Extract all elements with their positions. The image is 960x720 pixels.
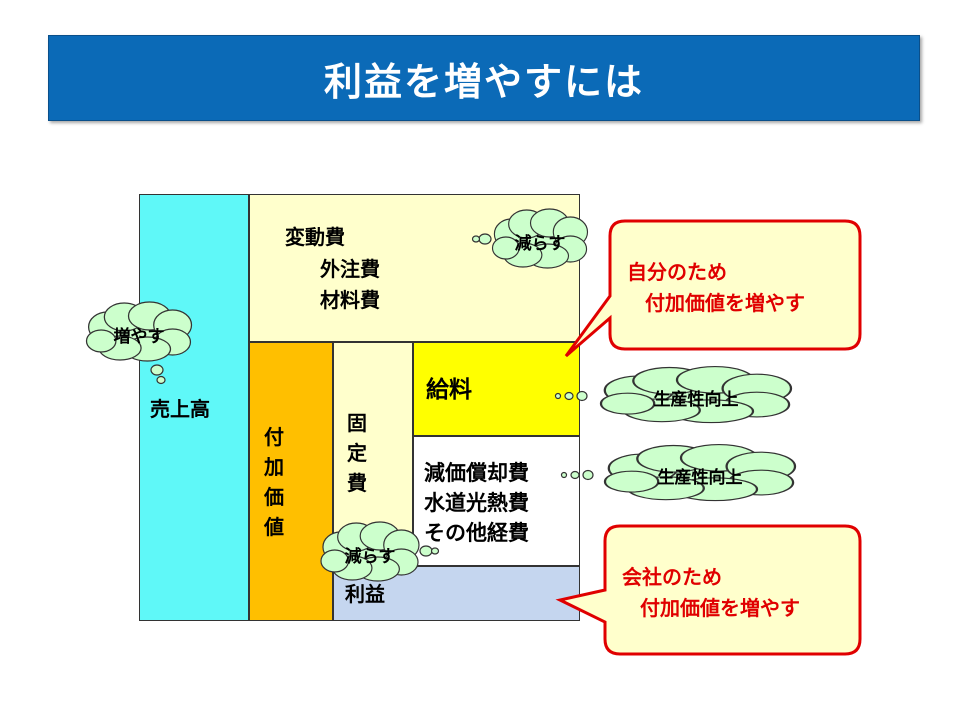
cloud-productivity-1-shape	[554, 365, 793, 424]
callout-self-line1: 自分のため	[627, 260, 727, 284]
variable-item-materials: 材料費	[320, 288, 380, 312]
cloud-productivity-1-text: 生産性向上	[653, 390, 739, 410]
other-cost-misc: その他経費	[424, 521, 529, 545]
other-cost-depreciation: 減価償却費	[424, 461, 529, 485]
value-added-label: 付加価値	[264, 425, 284, 539]
cloud-reduce-variable-shape	[471, 208, 589, 269]
title-bar: 利益を増やすには	[48, 35, 920, 121]
cloud-increase-shape	[85, 301, 193, 385]
callout-company-shape	[555, 524, 862, 656]
profit-label: 利益	[345, 582, 385, 606]
cloud-reduce-variable-text: 減らす	[514, 234, 566, 254]
sales-block	[139, 194, 249, 621]
callout-company-line2: 付加価値を増やす	[640, 596, 800, 620]
salary-label: 給料	[426, 377, 472, 403]
other-cost-utilities: 水道光熱費	[424, 491, 529, 515]
other-costs-block	[413, 436, 580, 566]
page-title: 利益を増やすには	[323, 59, 644, 104]
variable-cost-label: 変動費	[285, 225, 345, 249]
salary-block	[413, 342, 580, 436]
variable-item-outsourcing: 外注費	[320, 257, 380, 281]
callout-self-line2: 付加価値を増やす	[645, 291, 805, 315]
callout-company-line1: 会社のため	[622, 565, 722, 589]
cloud-productivity-2-shape	[560, 443, 797, 502]
cloud-productivity-2-text: 生産性向上	[657, 468, 743, 488]
callout-self-shape	[564, 219, 862, 358]
fixed-cost-label: 固定費	[347, 411, 367, 495]
cloud-reduce-fixed-shape	[320, 521, 440, 582]
cloud-reduce-fixed-text: 減らす	[344, 547, 396, 567]
cloud-increase-text: 増やす	[113, 327, 165, 347]
value-added-block	[249, 342, 333, 621]
sales-label: 売上高	[150, 397, 210, 421]
